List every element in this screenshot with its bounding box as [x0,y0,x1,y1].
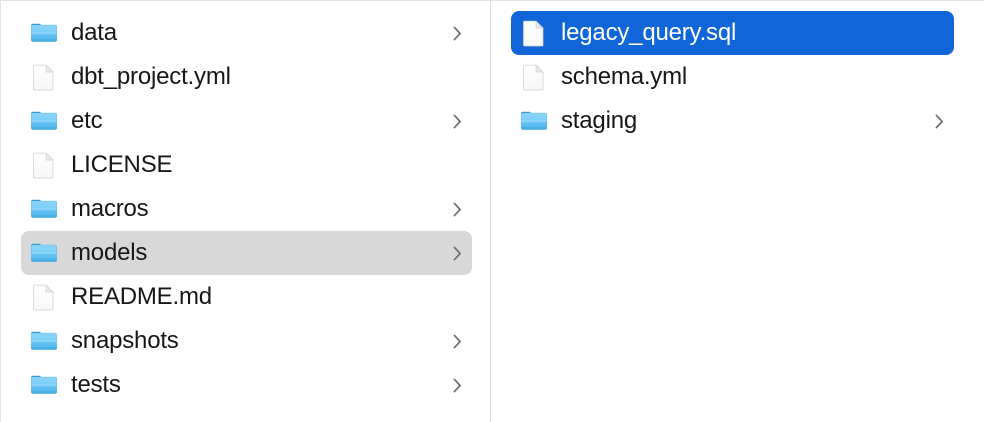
finder-item-file[interactable]: schema.yml [511,55,954,99]
finder-item-label: legacy_query.sql [561,19,737,46]
document-icon [519,18,549,48]
finder-item-label: README.md [71,283,212,310]
finder-item-file[interactable]: legacy_query.sql [511,11,954,55]
finder-item-file[interactable]: LICENSE [21,143,472,187]
folder-icon [519,106,549,136]
finder-item-file[interactable]: README.md [21,275,472,319]
finder-item-file[interactable]: dbt_project.yml [21,55,472,99]
finder-item-label: LICENSE [71,151,173,178]
finder-column-child[interactable]: legacy_query.sql schema.yml staging [491,1,984,422]
folder-icon [29,326,59,356]
chevron-right-icon[interactable] [450,374,464,396]
document-icon [29,62,59,92]
finder-item-folder[interactable]: models [21,231,472,275]
folder-icon [29,18,59,48]
folder-icon [29,106,59,136]
finder-item-folder[interactable]: data [21,11,472,55]
document-icon [519,62,549,92]
chevron-right-icon[interactable] [450,198,464,220]
folder-icon [29,194,59,224]
document-icon [29,150,59,180]
finder-item-label: staging [561,107,637,134]
finder-item-folder[interactable]: tests [21,363,472,407]
document-icon [29,282,59,312]
finder-item-folder[interactable]: etc [21,99,472,143]
folder-icon [29,238,59,268]
finder-item-folder[interactable]: staging [511,99,954,143]
chevron-right-icon[interactable] [450,22,464,44]
chevron-right-icon[interactable] [450,110,464,132]
chevron-right-icon[interactable] [932,110,946,132]
finder-item-label: snapshots [71,327,179,354]
finder-item-label: schema.yml [561,63,688,90]
finder-item-label: macros [71,195,149,222]
finder-item-folder[interactable]: macros [21,187,472,231]
finder-item-label: data [71,19,117,46]
finder-item-label: dbt_project.yml [71,63,231,90]
chevron-right-icon[interactable] [450,330,464,352]
finder-item-label: etc [71,107,103,134]
finder-item-label: tests [71,371,121,398]
finder-item-folder[interactable]: snapshots [21,319,472,363]
chevron-right-icon[interactable] [450,242,464,264]
folder-icon [29,370,59,400]
finder-item-label: models [71,239,148,266]
